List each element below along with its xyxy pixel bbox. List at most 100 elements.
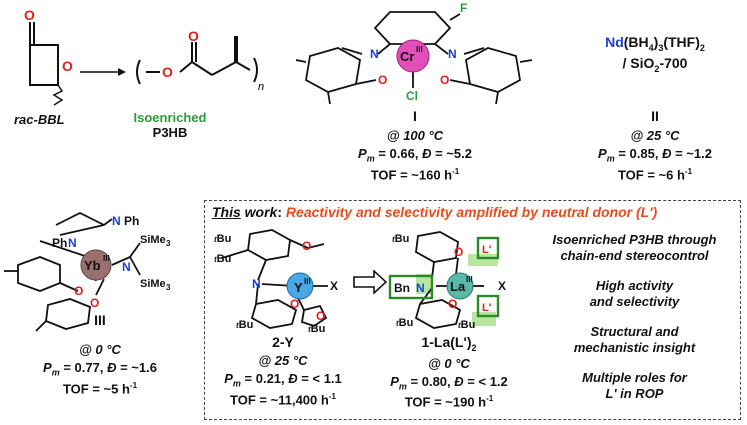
- svg-text:III: III: [416, 45, 423, 54]
- svg-text:O: O: [378, 73, 387, 87]
- catalyst-III-info: III @ 0 °C Pm = 0.77, Đ = ~1.6 TOF = ~5 …: [10, 312, 190, 396]
- svg-text:L': L': [482, 244, 492, 256]
- cat-1La-structure: La III X Bn N L' L' O O tBu tBu tBu: [388, 231, 506, 331]
- yb-metal-center: [80, 249, 112, 281]
- svg-text:O: O: [162, 64, 173, 80]
- catalyst-I-condition: @ 100 °C: [386, 128, 444, 143]
- catalyst-II-stats: Pm = 0.85, Đ = ~1.2: [598, 146, 712, 164]
- hollow-arrow: [353, 270, 388, 294]
- svg-text:F: F: [460, 1, 467, 15]
- svg-text:tBu: tBu: [214, 233, 231, 245]
- svg-text:O: O: [90, 296, 99, 310]
- svg-text:tBu: tBu: [392, 233, 409, 245]
- svg-text:tBu: tBu: [214, 253, 231, 265]
- svg-text:tBu: tBu: [308, 323, 325, 332]
- catalyst-II-tof: TOF = ~6 h-1: [617, 166, 693, 182]
- svg-text:Ph: Ph: [52, 236, 67, 250]
- svg-text:O: O: [74, 284, 83, 298]
- svg-text:O: O: [440, 73, 449, 87]
- svg-text:N: N: [252, 277, 261, 291]
- catalyst-I-structure: Cr III F N N O O Cl: [295, 1, 533, 105]
- svg-text:III: III: [103, 254, 110, 263]
- y-metal-center: [286, 272, 314, 300]
- svg-text:X: X: [330, 279, 338, 293]
- cat-2Y-condition: @ 25 °C: [258, 353, 308, 368]
- svg-text:Yb: Yb: [84, 258, 101, 273]
- svg-text:O: O: [316, 309, 325, 323]
- svg-text:Cl: Cl: [406, 89, 418, 103]
- catalyst-I-stats: Pm = 0.66, Đ = ~5.2: [358, 146, 472, 164]
- svg-text:N: N: [416, 281, 425, 295]
- svg-text:La: La: [450, 279, 466, 294]
- catalyst-II-number: II: [651, 108, 659, 124]
- polymer-label-2: P3HB: [152, 125, 188, 140]
- catalyst-II-info: II @ 25 °C Pm = 0.85, Đ = ~1.2 TOF = ~6 …: [570, 108, 740, 182]
- p3hb-structure: [136, 36, 258, 85]
- catalyst-III-structure: Yb III N Ph Ph N N SiMe 3 SiMe 3 O O: [4, 211, 171, 332]
- cat-1La-condition: @ 0 °C: [428, 355, 470, 371]
- reaction-arrow: [80, 68, 126, 76]
- cat-1La-info: 1-La(L')2 @ 0 °C Pm = 0.80, Đ = < 1.2 TO…: [374, 334, 524, 410]
- catalyst-II-condition: @ 25 °C: [630, 128, 680, 143]
- catalyst-I-number: I: [413, 108, 417, 124]
- cat-1La-tof: TOF = ~190 h-1: [404, 394, 494, 410]
- svg-text:tBu: tBu: [396, 317, 413, 329]
- cat-1La-number: 1-La(L')2: [421, 334, 477, 353]
- this-work-panel: [204, 200, 741, 420]
- cr-metal-center: [396, 39, 430, 73]
- this-work-title: This work: Reactivity and selectivity am…: [212, 204, 658, 220]
- svg-text:Cr: Cr: [400, 49, 414, 64]
- catalyst-I-info: I @ 100 °C Pm = 0.66, Đ = ~5.2 TOF = ~16…: [330, 108, 500, 182]
- catalyst-III-tof: TOF = ~5 h-1: [62, 380, 138, 396]
- catalyst-III-condition: @ 0 °C: [79, 342, 121, 357]
- cat-2Y-structure: Y III X N O O O tBu tBu tBu tBu: [214, 229, 338, 332]
- svg-text:O: O: [302, 239, 311, 253]
- svg-text:O: O: [454, 245, 463, 259]
- svg-text:O: O: [448, 297, 457, 311]
- svg-text:N: N: [370, 47, 379, 61]
- svg-text:N: N: [122, 260, 131, 274]
- la-metal-center: [446, 272, 474, 300]
- bbl-structure: [29, 22, 64, 106]
- svg-text:III: III: [466, 275, 473, 284]
- svg-text:Y: Y: [294, 280, 303, 295]
- svg-text:tBu: tBu: [236, 319, 253, 331]
- cat-2Y-tof: TOF = ~11,400 h-1: [230, 391, 336, 407]
- svg-text:SiMe: SiMe: [140, 278, 166, 290]
- polymer-label-1: Isoenriched: [133, 110, 207, 125]
- svg-text:N: N: [68, 236, 77, 250]
- catalyst-II-formula: Nd(BH4)3(THF)2 / SiO2-700: [605, 34, 705, 74]
- svg-text:X: X: [498, 279, 506, 293]
- catalyst-III-stats: Pm = 0.77, Đ = ~1.6: [43, 360, 157, 378]
- svg-text:O: O: [290, 297, 299, 311]
- svg-text:O: O: [188, 28, 199, 44]
- svg-text:tBu: tBu: [458, 319, 475, 331]
- svg-text:O: O: [24, 7, 35, 23]
- cat-2Y-stats: Pm = 0.21, Đ = < 1.1: [224, 371, 342, 389]
- catalyst-III-number: III: [94, 312, 106, 328]
- bn-highlight-box: [388, 274, 434, 300]
- svg-text:3: 3: [166, 283, 171, 292]
- svg-text:L': L': [482, 302, 492, 314]
- svg-text:N: N: [448, 47, 457, 61]
- svg-text:SiMe: SiMe: [140, 234, 166, 246]
- cat-2Y-info: 2-Y @ 25 °C Pm = 0.21, Đ = < 1.1 TOF = ~…: [208, 334, 358, 407]
- catalyst-I-tof: TOF = ~160 h-1: [370, 166, 460, 182]
- cat-2Y-number: 2-Y: [272, 334, 294, 350]
- svg-text:n: n: [258, 81, 264, 93]
- svg-text:Ph: Ph: [124, 214, 139, 228]
- svg-text:O: O: [62, 58, 73, 74]
- svg-text:3: 3: [166, 239, 171, 248]
- cat-1La-stats: Pm = 0.80, Đ = < 1.2: [390, 373, 508, 392]
- svg-text:III: III: [304, 277, 311, 286]
- bbl-to-p3hb-scheme: O O O O n: [24, 7, 264, 106]
- svg-text:N: N: [112, 214, 121, 228]
- svg-text:Bn: Bn: [394, 281, 410, 295]
- bbl-label: rac-BBL: [14, 112, 65, 127]
- p3hb-label: Isoenriched P3HB: [130, 110, 210, 140]
